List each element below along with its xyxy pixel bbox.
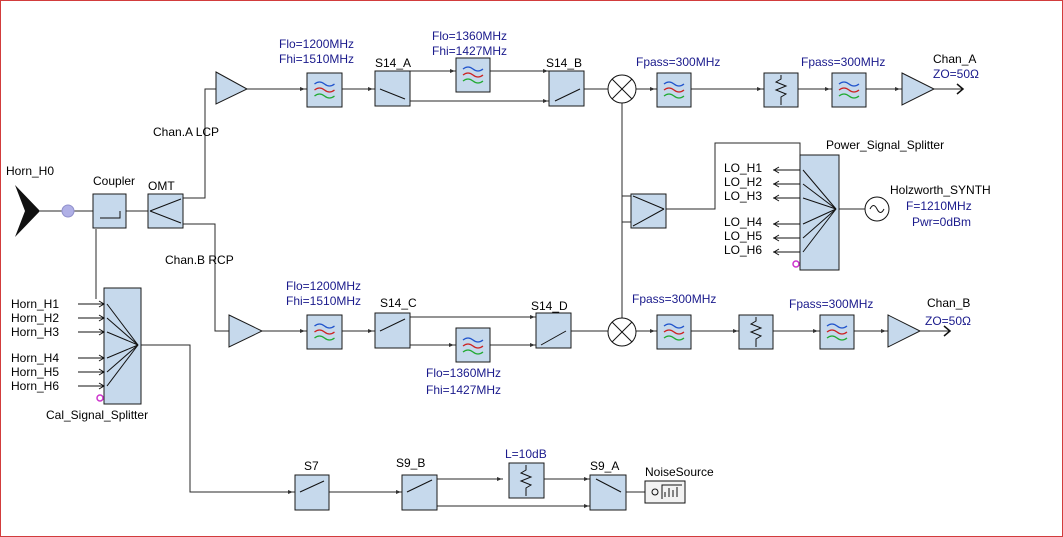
- bpf-b2-fhi: Fhi=1427MHz: [426, 383, 501, 397]
- horn-h1-label: Horn_H1: [11, 297, 59, 311]
- coupler-label: Coupler: [93, 174, 135, 188]
- wires: [40, 70, 962, 507]
- chan-b-impedance: ZO=50Ω: [925, 314, 971, 328]
- lo-h5-label: LO_H5: [724, 229, 762, 243]
- coupler[interactable]: [92, 193, 127, 229]
- cal-signal-splitter[interactable]: [96, 287, 142, 405]
- chan-b-port-arrow: [943, 325, 952, 337]
- switch-s9-a[interactable]: [589, 474, 627, 511]
- switch-s14-a[interactable]: [374, 70, 411, 107]
- horn-h0-label: Horn_H0: [6, 164, 54, 178]
- chan-b-name: Chan_B: [927, 296, 970, 310]
- s14-d-label: S14_D: [531, 299, 568, 313]
- horn-h5-label: Horn_H5: [11, 365, 59, 379]
- lo-output-arrows: [773, 166, 800, 256]
- horn-h4-label: Horn_H4: [11, 351, 59, 365]
- lowpass-filter-b1[interactable]: [656, 314, 692, 350]
- noise-source-icon[interactable]: [644, 480, 686, 504]
- cal-splitter-label: Cal_Signal_Splitter: [46, 408, 148, 422]
- switch-s14-b[interactable]: [548, 70, 585, 107]
- bpf-b1-flo: Flo=1200MHz: [286, 279, 361, 293]
- horn-h2-label: Horn_H2: [11, 311, 59, 325]
- lo-h2-label: LO_H2: [724, 175, 762, 189]
- amplifier-b2[interactable]: [887, 314, 922, 348]
- switch-s9-b[interactable]: [401, 474, 438, 511]
- lo-h3-label: LO_H3: [724, 189, 762, 203]
- switch-s7[interactable]: [294, 474, 330, 511]
- lo-h1-label: LO_H1: [724, 161, 762, 175]
- amplifier-a2[interactable]: [901, 72, 936, 106]
- bpf-a2-fhi: Fhi=1427MHz: [432, 44, 507, 58]
- s9-a-label: S9_A: [590, 459, 619, 473]
- switch-s14-c[interactable]: [374, 312, 411, 349]
- lowpass-filter-b2[interactable]: [819, 314, 855, 350]
- chan-a-port-arrow: [956, 83, 965, 95]
- bpf-a1-flo: Flo=1200MHz: [279, 37, 354, 51]
- s7-label: S7: [304, 459, 319, 473]
- switch-s14-d[interactable]: [535, 312, 572, 349]
- bandpass-filter-a1[interactable]: [306, 72, 343, 108]
- attenuator-param: L=10dB: [505, 447, 547, 461]
- horn-h6-label: Horn_H6: [11, 379, 59, 393]
- horn-h0-symbol[interactable]: [15, 185, 40, 237]
- s14-c-label: S14_C: [380, 296, 417, 310]
- bpf-a2-flo: Flo=1360MHz: [432, 29, 507, 43]
- bandpass-filter-b1[interactable]: [306, 314, 343, 350]
- s9-b-label: S9_B: [396, 456, 425, 470]
- lo-splitter[interactable]: [630, 193, 667, 229]
- mixer-b[interactable]: [607, 317, 637, 347]
- noise-source-label: NoiseSource: [645, 465, 714, 479]
- fpass-a1: Fpass=300MHz: [636, 55, 720, 69]
- power-signal-splitter[interactable]: [792, 154, 840, 271]
- synth-source[interactable]: [864, 196, 890, 222]
- s14-a-label: S14_A: [375, 56, 411, 70]
- lowpass-filter-a1[interactable]: [656, 72, 692, 108]
- bandpass-filter-a2[interactable]: [455, 57, 491, 93]
- lowpass-filter-a2[interactable]: [831, 72, 867, 108]
- port-arrows: [288, 69, 900, 508]
- amplifier-a1[interactable]: [215, 71, 249, 105]
- synth-power: Pwr=0dBm: [912, 215, 971, 229]
- s14-b-label: S14_B: [546, 56, 582, 70]
- bandpass-filter-b2[interactable]: [455, 327, 491, 363]
- chan-b-rcp-label: Chan.B RCP: [165, 253, 234, 267]
- chan-a-name: Chan_A: [933, 52, 976, 66]
- chan-a-lcp-label: Chan.A LCP: [153, 125, 219, 139]
- omt-label: OMT: [148, 179, 175, 193]
- power-splitter-label: Power_Signal_Splitter: [826, 138, 944, 152]
- fpass-b1: Fpass=300MHz: [632, 292, 716, 306]
- synth-freq: F=1210MHz: [906, 199, 972, 213]
- mixer-a[interactable]: [607, 74, 637, 104]
- fpass-a2: Fpass=300MHz: [801, 55, 885, 69]
- horn-input-arrows: [78, 300, 105, 390]
- amplifier-b1[interactable]: [228, 314, 264, 348]
- lo-h6-label: LO_H6: [724, 243, 762, 257]
- omt[interactable]: [147, 193, 184, 229]
- chan-a-impedance: ZO=50Ω: [933, 67, 979, 81]
- bpf-b1-fhi: Fhi=1510MHz: [286, 294, 361, 308]
- resistor-b[interactable]: [738, 314, 774, 350]
- lo-h4-label: LO_H4: [724, 215, 762, 229]
- junction-dot: [61, 204, 75, 218]
- horn-h3-label: Horn_H3: [11, 325, 59, 339]
- synth-name: Holzworth_SYNTH: [890, 183, 991, 197]
- resistor-a[interactable]: [763, 72, 799, 108]
- fpass-b2: Fpass=300MHz: [789, 297, 873, 311]
- bpf-b2-flo: Flo=1360MHz: [426, 366, 501, 380]
- attenuator[interactable]: [508, 462, 545, 499]
- bpf-a1-fhi: Fhi=1510MHz: [279, 52, 354, 66]
